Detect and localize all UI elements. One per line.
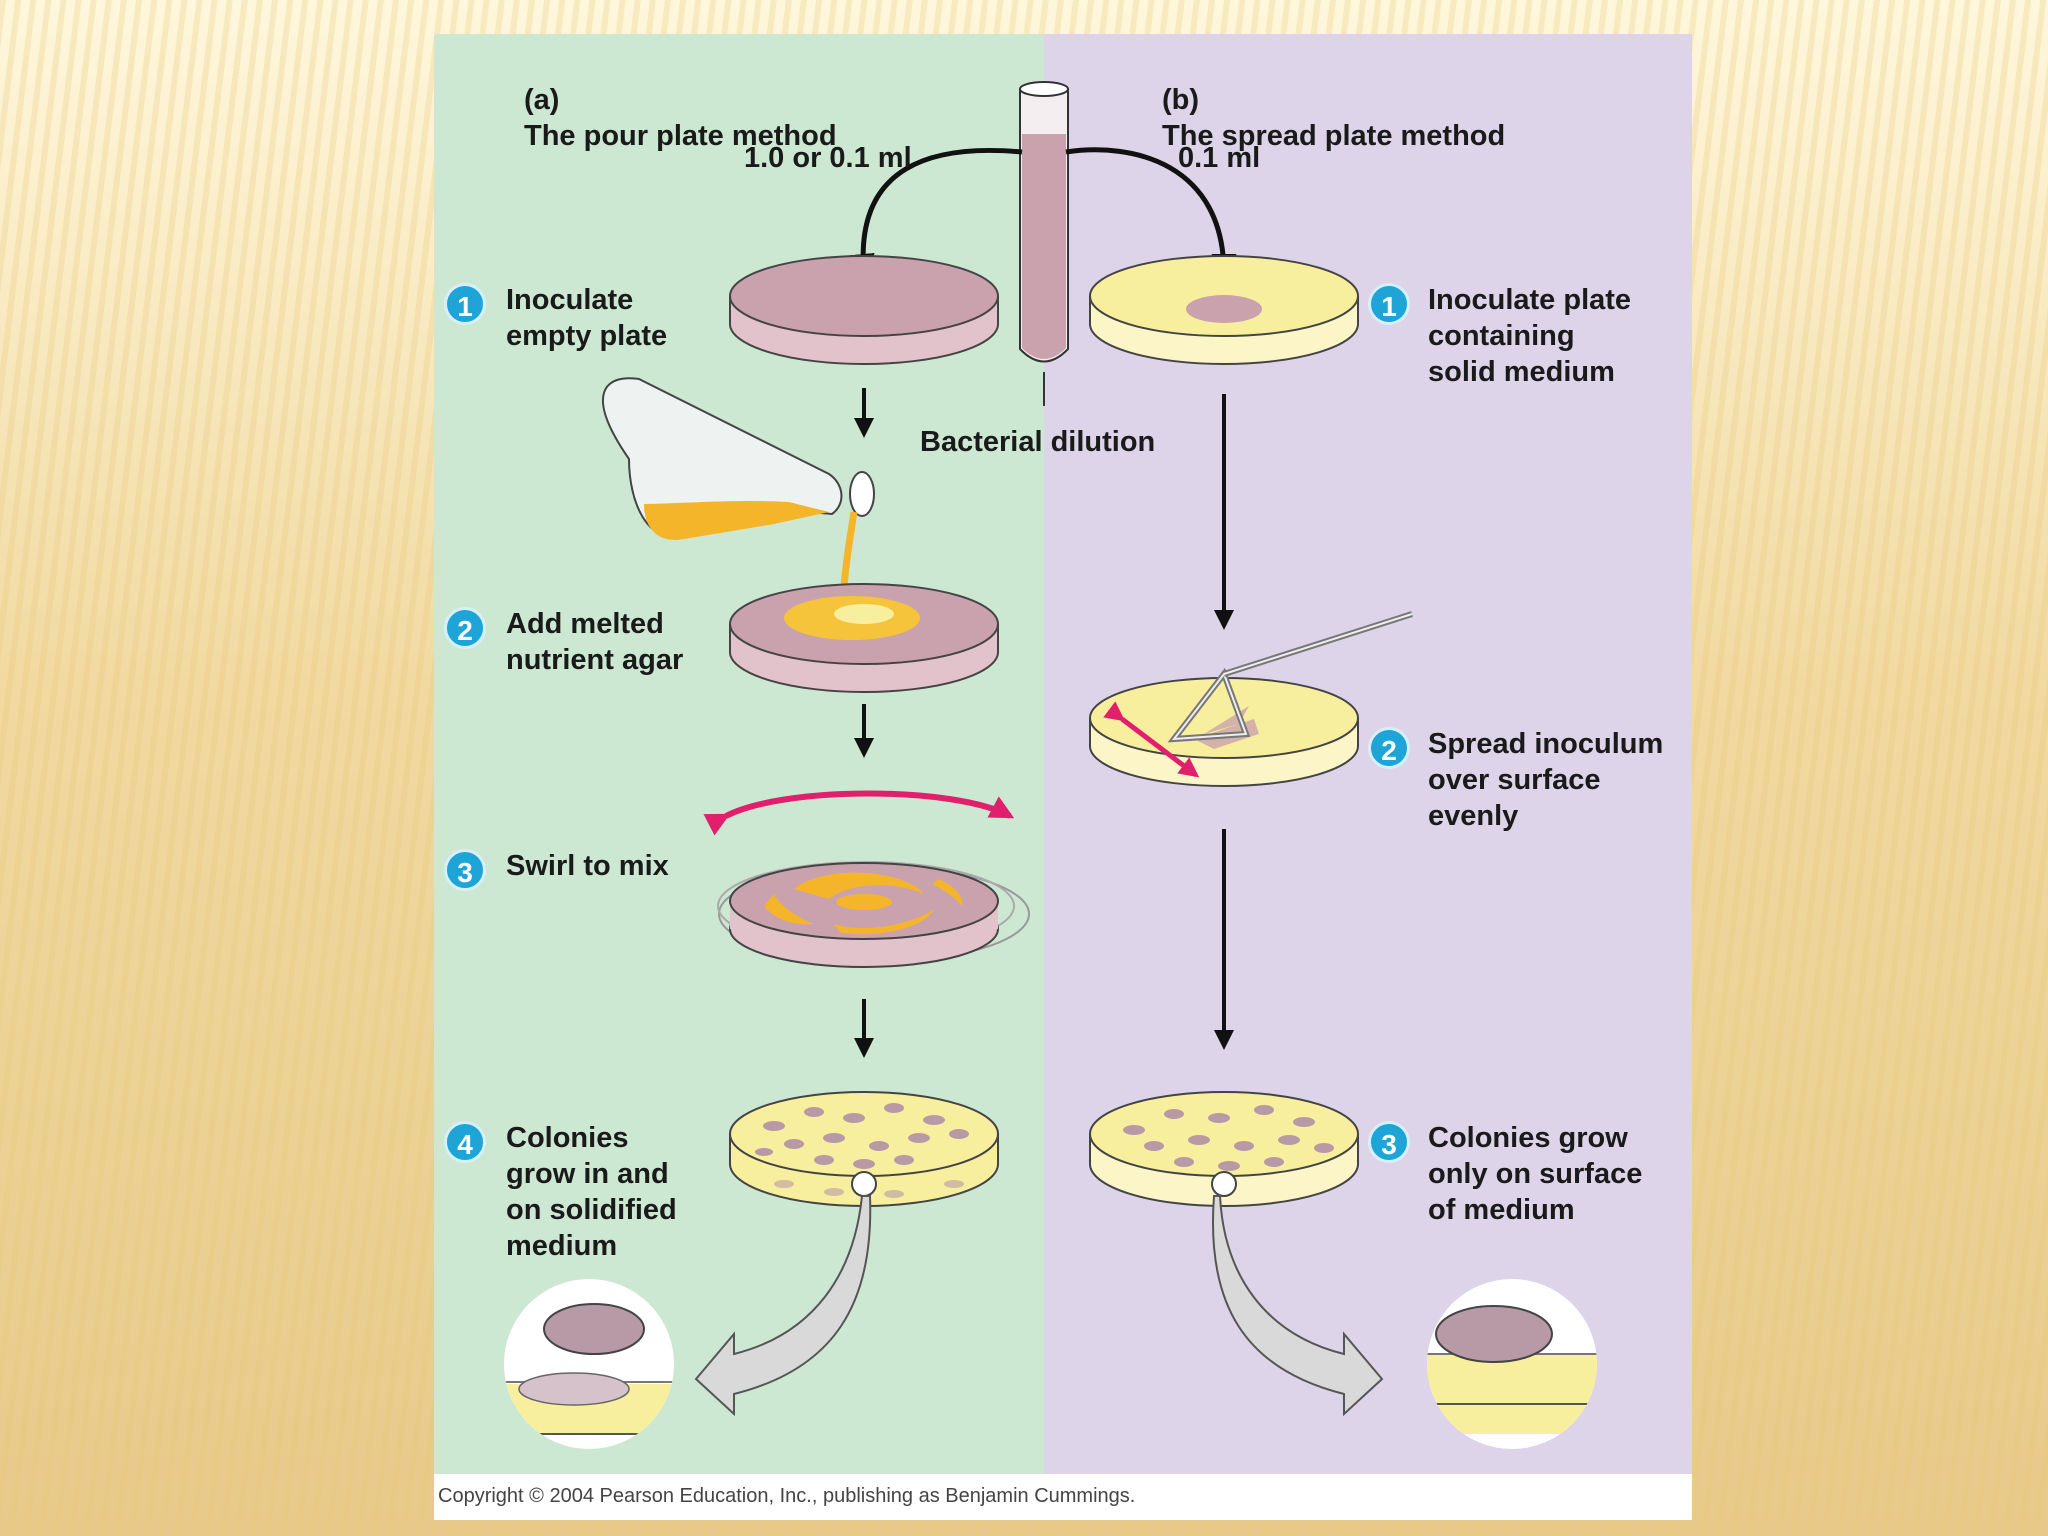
pour-step-1-text: Inoculate empty plate xyxy=(506,284,668,352)
spread-plate-inoculated xyxy=(1089,255,1359,365)
pour-step-3-badge: 3 xyxy=(444,849,486,891)
spread-volume-label: 0.1 ml xyxy=(1178,142,1261,174)
spread-method-heading: (b) The spread plate method xyxy=(1162,46,1505,154)
spread-direction-arrow xyxy=(1103,701,1200,778)
pour-method-prefix: (a) xyxy=(524,84,560,116)
pour-zoom-arrow xyxy=(694,1195,872,1417)
pour-step-2-text: Add melted nutrient agar xyxy=(506,608,684,676)
spread-zoom-arrow xyxy=(1212,1195,1384,1417)
spread-plate-colonies xyxy=(1089,1091,1359,1207)
spread-step-1-text: Inoculate plate containing solid medium xyxy=(1428,284,1632,388)
pour-plate-swirling xyxy=(717,861,1030,968)
pour-step-4-text: Colonies grow in and on solidified mediu… xyxy=(506,1122,677,1262)
swirl-arrow xyxy=(703,790,1015,836)
pour-volume-label: 1.0 or 0.1 ml xyxy=(744,142,912,174)
spread-step-2-badge: 2 xyxy=(1368,727,1410,769)
copyright-notice: Copyright © 2004 Pearson Education, Inc.… xyxy=(438,1485,1136,1507)
pour-colony-closeup xyxy=(504,1279,674,1449)
test-tube-icon xyxy=(1019,81,1069,406)
pour-plate-agar-added xyxy=(729,583,999,693)
plating-methods-figure: (a) The pour plate method (b) The spread… xyxy=(434,34,1692,1520)
pour-step-2-badge: 2 xyxy=(444,607,486,649)
spread-plate-spreading xyxy=(1089,677,1359,787)
pour-step-3-text: Swirl to mix xyxy=(506,850,669,882)
spread-step-3-text: Colonies grow only on surface of medium xyxy=(1428,1122,1643,1226)
transfer-arrow-pour xyxy=(849,147,1023,279)
pour-plate-inoculated xyxy=(729,255,999,365)
bacterial-dilution-label: Bacterial dilution xyxy=(920,426,1156,458)
pour-plate-colonies xyxy=(729,1091,999,1207)
spread-colony-closeup xyxy=(1427,1279,1597,1449)
pour-step-1-badge: 1 xyxy=(444,283,486,325)
pour-method-title: The pour plate method xyxy=(524,120,837,152)
pour-method-heading: (a) The pour plate method xyxy=(524,46,837,154)
spread-step-2-text: Spread inoculum over surface evenly xyxy=(1428,728,1664,832)
spread-method-title: The spread plate method xyxy=(1162,120,1506,152)
transfer-arrow-spread xyxy=(1065,147,1237,279)
figure-artwork xyxy=(434,34,1692,1474)
spread-method-prefix: (b) xyxy=(1162,84,1200,116)
spread-step-3-badge: 3 xyxy=(1368,1121,1410,1163)
pour-step-4-badge: 4 xyxy=(444,1121,486,1163)
spread-step-1-badge: 1 xyxy=(1368,283,1410,325)
